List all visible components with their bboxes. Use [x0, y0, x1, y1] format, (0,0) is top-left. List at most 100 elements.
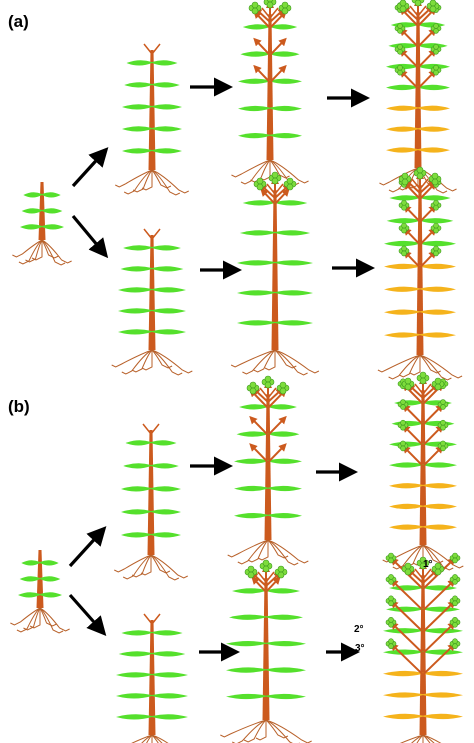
- apex: [409, 5, 427, 17]
- stem: [148, 620, 156, 735]
- flower-bud: [433, 199, 439, 206]
- leaf: [226, 693, 266, 700]
- plant: [116, 613, 188, 743]
- flower-bud: [433, 69, 439, 76]
- root: [150, 554, 188, 579]
- flower-bud: [434, 562, 442, 570]
- leaf: [151, 463, 179, 469]
- flower-bud: [433, 222, 439, 229]
- leaf: [384, 286, 420, 292]
- leaf: [423, 585, 457, 591]
- leaf: [239, 404, 268, 410]
- flower-bud: [440, 445, 446, 452]
- root: [422, 735, 424, 743]
- leaf: [266, 667, 306, 673]
- leaf: [275, 230, 311, 236]
- plant: [377, 166, 463, 381]
- flower-bud: [400, 424, 406, 431]
- leaf: [268, 513, 302, 519]
- leaf: [237, 260, 275, 266]
- flower-bud: [433, 250, 439, 257]
- flower-bud: [401, 199, 407, 206]
- branch: [267, 443, 287, 464]
- root: [230, 349, 276, 368]
- root: [274, 349, 320, 374]
- flower-bud: [251, 1, 259, 9]
- branch: [253, 37, 271, 56]
- leaf: [238, 133, 270, 139]
- branch: [269, 10, 287, 29]
- flower-bud: [247, 571, 255, 579]
- flower-bud: [440, 440, 446, 447]
- leaf: [226, 641, 266, 647]
- flower-bud: [249, 381, 257, 389]
- arrows-panel-a: [71, 77, 375, 280]
- flower-bud: [440, 419, 446, 426]
- leaf: [275, 320, 313, 326]
- apex: [414, 383, 432, 395]
- leaf: [151, 440, 177, 446]
- root: [41, 239, 66, 266]
- panel-label-a: (a): [8, 12, 29, 31]
- root: [392, 544, 424, 570]
- leaf: [19, 576, 40, 582]
- leaf: [121, 532, 151, 538]
- stem: [262, 578, 270, 720]
- root: [269, 159, 309, 184]
- leaf: [123, 463, 151, 469]
- leaf: [384, 309, 420, 315]
- apex: [259, 387, 277, 399]
- leaf: [116, 714, 152, 720]
- flower-bud: [433, 245, 439, 252]
- leaf: [275, 290, 313, 296]
- plant: [111, 228, 193, 376]
- flower-bud: [388, 552, 394, 559]
- flower-bud: [401, 222, 407, 229]
- flower-bud: [416, 172, 424, 180]
- stem: [271, 190, 279, 350]
- flower-bud: [397, 49, 403, 55]
- flower-bud: [399, 0, 407, 7]
- leaf: [126, 60, 152, 66]
- branch: [403, 204, 421, 223]
- leaf: [423, 692, 463, 698]
- root: [243, 719, 267, 743]
- flower-bud: [452, 600, 458, 607]
- branch: [252, 387, 269, 403]
- leaf: [240, 51, 270, 57]
- flower-bud: [416, 166, 424, 174]
- flower-bud: [266, 1, 274, 9]
- leaf: [418, 147, 450, 153]
- root: [151, 349, 193, 374]
- flower-bud: [434, 377, 442, 385]
- root: [151, 734, 153, 743]
- root: [237, 539, 269, 565]
- flower-bud: [388, 595, 394, 602]
- leaf: [21, 560, 40, 566]
- flower-bud: [286, 177, 294, 185]
- root: [399, 734, 424, 743]
- flower-bud: [440, 424, 446, 431]
- leaf: [388, 43, 418, 49]
- branch: [404, 178, 421, 194]
- leaf: [418, 126, 450, 132]
- leaf: [389, 585, 423, 591]
- leaf: [238, 78, 270, 84]
- branch: [249, 443, 269, 464]
- leaf: [386, 606, 423, 612]
- leaf: [389, 503, 423, 510]
- leaf: [23, 192, 42, 198]
- flower-bud: [401, 178, 409, 186]
- plant: [12, 182, 72, 266]
- branch: [407, 568, 424, 584]
- leaf: [270, 51, 300, 57]
- root: [220, 719, 267, 738]
- leaf: [232, 588, 266, 594]
- plant: [114, 423, 188, 581]
- leaf: [420, 332, 456, 338]
- flower-bud: [452, 638, 458, 645]
- leaf: [389, 524, 423, 530]
- root: [399, 354, 421, 378]
- branch: [267, 387, 284, 403]
